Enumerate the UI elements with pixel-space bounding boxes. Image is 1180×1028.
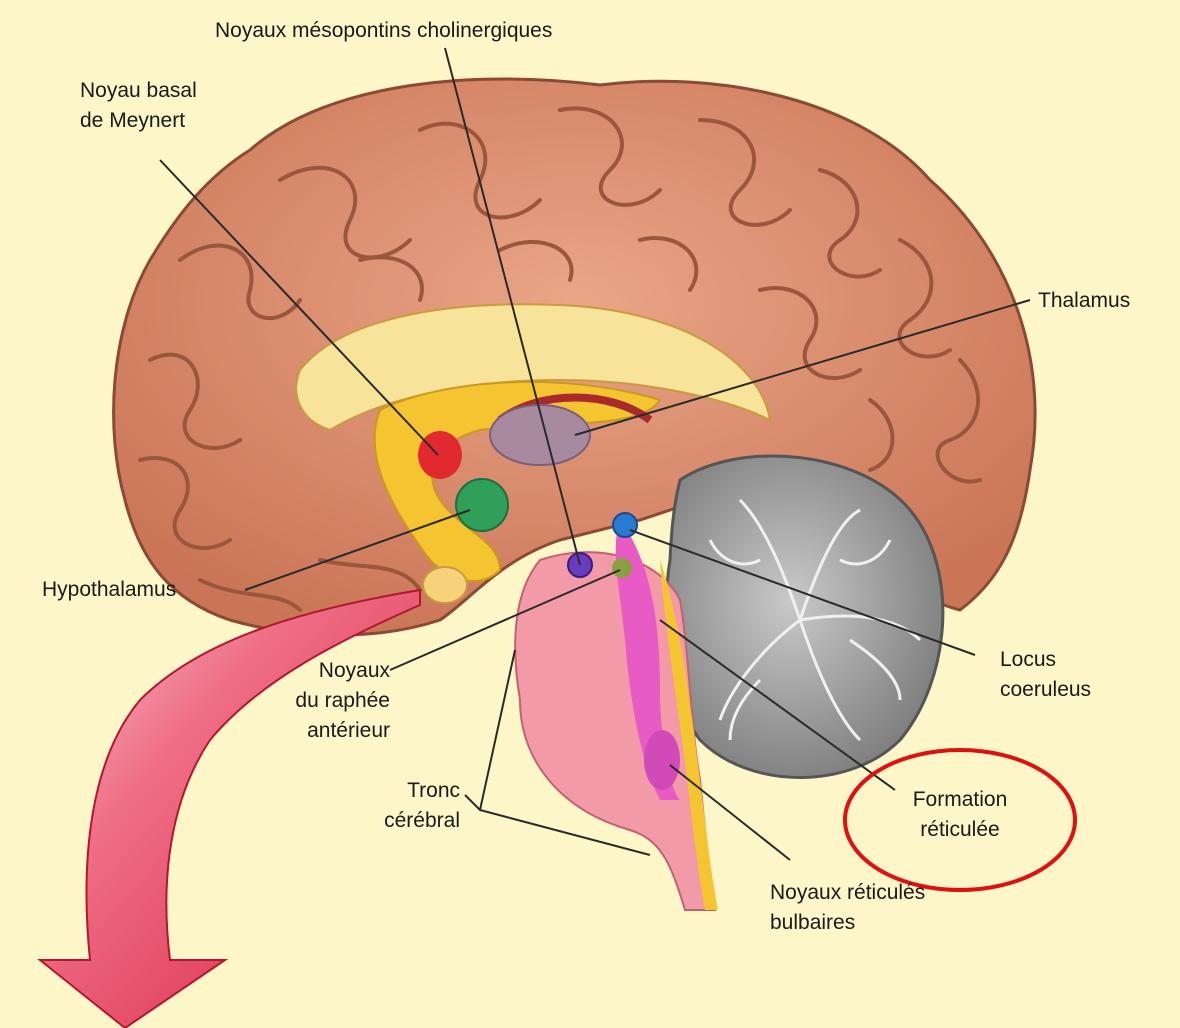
label-thalamus: Thalamus bbox=[1038, 286, 1130, 316]
bulbar-nucleus bbox=[644, 730, 680, 790]
label-raphe: Noyaux du raphée antérieur bbox=[240, 656, 390, 746]
label-locus-line1: Locus bbox=[1000, 645, 1091, 675]
label-raphe-line3: antérieur bbox=[240, 716, 390, 746]
label-reticular-formation: Formation réticulée bbox=[895, 785, 1025, 845]
label-tronc-line2: cérébral bbox=[360, 806, 460, 836]
label-tronc-cerebral: Tronc cérébral bbox=[360, 776, 460, 836]
label-tronc-line1: Tronc bbox=[360, 776, 460, 806]
label-bulbar-nuclei: Noyaux réticulés bulbaires bbox=[770, 878, 925, 938]
label-meynert: Noyau basal de Meynert bbox=[80, 76, 197, 136]
locus-coeruleus-nucleus bbox=[613, 513, 637, 537]
label-locus-line2: coeruleus bbox=[1000, 675, 1091, 705]
label-formation-line1: Formation bbox=[895, 785, 1025, 815]
label-meynert-line1: Noyau basal bbox=[80, 76, 197, 106]
label-raphe-line2: du raphée bbox=[240, 686, 390, 716]
label-bulbar-line1: Noyaux réticulés bbox=[770, 878, 925, 908]
hypothalamus-body bbox=[456, 479, 508, 531]
label-formation-line2: réticulée bbox=[895, 815, 1025, 845]
label-locus-coeruleus: Locus coeruleus bbox=[1000, 645, 1091, 705]
label-mesopontine: Noyaux mésopontins cholinergiques bbox=[215, 16, 552, 46]
label-bulbar-line2: bulbaires bbox=[770, 908, 925, 938]
pituitary-gland bbox=[423, 567, 467, 603]
cerebellum bbox=[666, 456, 943, 778]
label-hypothalamus: Hypothalamus bbox=[42, 575, 176, 605]
raphe-nucleus bbox=[612, 558, 632, 578]
meynert-nucleus bbox=[418, 431, 462, 479]
label-raphe-line1: Noyaux bbox=[240, 656, 390, 686]
label-meynert-line2: de Meynert bbox=[80, 106, 197, 136]
